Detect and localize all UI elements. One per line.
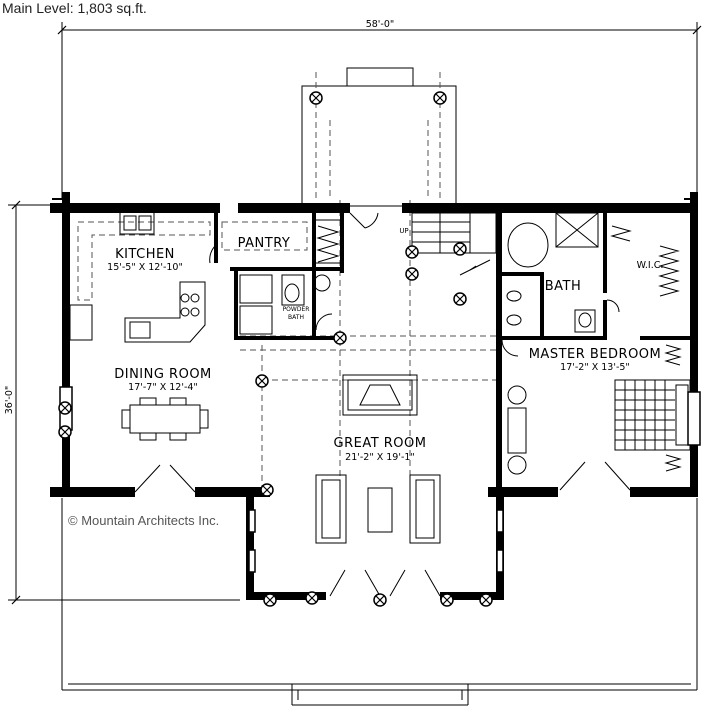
exterior-walls (50, 192, 698, 600)
post-cross (407, 269, 417, 279)
post-cross (455, 244, 465, 254)
kitchen-label: KITCHEN (115, 247, 175, 262)
post-cross (455, 294, 465, 304)
master-bed (614, 379, 691, 451)
dining-room-label: DINING ROOM (114, 367, 212, 382)
kitchen-size: 15'-5" X 12'-10" (107, 262, 183, 273)
front-porch (301, 67, 457, 207)
dining-room-size: 17'-7" X 12'-4" (128, 382, 198, 393)
post-cross (375, 595, 385, 605)
powder-label-top: POWDER (283, 306, 310, 313)
post-cross (311, 93, 321, 103)
doors (134, 299, 631, 597)
post-cross (60, 403, 70, 413)
entry-closet (316, 212, 379, 264)
interior-walls (214, 213, 690, 488)
posts (58, 91, 493, 607)
dimension-lines (8, 22, 702, 605)
kitchen-counters (69, 211, 211, 343)
great-room-furniture (315, 474, 441, 544)
great-room-size: 21'-2" X 19'-1" (345, 452, 415, 463)
wic-label: W.I.C. (637, 260, 664, 271)
stair (411, 212, 497, 276)
copyright-notice: © Mountain Architects Inc. (68, 513, 220, 528)
laundry-powder (239, 274, 333, 335)
plan-caption: Main Level: 1,803 sq.ft. (2, 0, 147, 16)
post-cross (262, 485, 272, 495)
pantry-shelves (209, 221, 308, 264)
master-bedroom-label: MASTER BEDROOM (529, 347, 662, 362)
pantry-label: PANTRY (238, 236, 291, 251)
master-bath-fixtures (506, 212, 599, 333)
post-cross (435, 93, 445, 103)
post-cross (307, 593, 317, 603)
master-bedroom-size: 17'-2" X 13'-5" (560, 362, 630, 373)
post-cross (265, 595, 275, 605)
post-cross (335, 333, 345, 343)
post-cross (442, 595, 452, 605)
deck-outline (61, 498, 698, 706)
post-cross (257, 376, 267, 386)
dining-table (121, 397, 209, 441)
closet-rods (610, 225, 682, 472)
post-cross (60, 427, 70, 437)
depth-dimension: 36'-0" (4, 386, 15, 415)
post-cross (407, 247, 417, 257)
bath-label: BATH (545, 279, 582, 294)
powder-label-bottom: BATH (288, 314, 304, 321)
stair-up-label: UP (399, 227, 408, 235)
fireplace (342, 374, 418, 416)
windows (59, 386, 701, 573)
width-dimension: 58'-0" (366, 19, 395, 30)
plants (507, 385, 527, 475)
great-room-label: GREAT ROOM (334, 436, 427, 451)
post-cross (481, 595, 491, 605)
